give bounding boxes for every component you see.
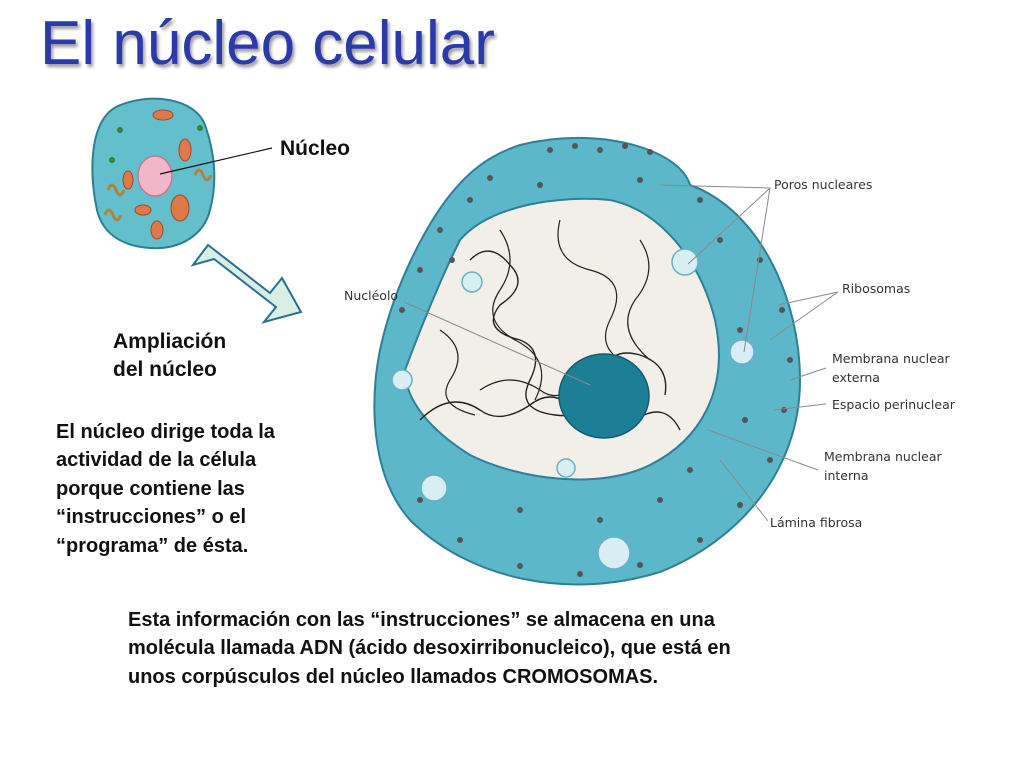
label-nucleo: Núcleo — [280, 137, 351, 160]
cell-illustration — [91, 97, 273, 250]
paragraph-2-line: Esta información con las “instrucciones”… — [128, 609, 715, 631]
paragraph-1-line: “programa” de ésta. — [56, 534, 249, 557]
label-nucleolo: Nucléolo — [344, 288, 398, 303]
label-ribosomas: Ribosomas — [842, 281, 910, 296]
paragraph-1-line: El núcleo dirige toda la — [56, 421, 275, 443]
label-ampliacion-line-2: del núcleo — [113, 358, 217, 382]
zoom-arrow — [190, 243, 303, 324]
slide-title: El núcleo celular — [40, 9, 495, 78]
label-ampliacion: Ampliación del núcleo — [113, 328, 226, 385]
nucleus-diagram — [368, 108, 996, 668]
paragraph-2-line: unos corpúsculos del núcleo llamados CRO… — [128, 665, 659, 688]
paragraph-2-line: molécula llamada ADN (ácido desoxirribon… — [128, 637, 731, 660]
paragraph-1-line: “instrucciones” o el — [56, 506, 247, 529]
label-membrana-externa-2: externa — [832, 370, 880, 385]
nucleolus — [558, 353, 650, 439]
label-membrana-externa-1: Membrana nuclear — [832, 351, 950, 366]
label-lamina: Lámina fibrosa — [770, 515, 862, 530]
diagram-labels: Nucléolo Poros nucleares Ribosomas Membr… — [344, 177, 956, 530]
label-ampliacion-line-1: Ampliación — [113, 330, 227, 353]
label-poros: Poros nucleares — [774, 177, 872, 192]
label-espacio: Espacio perinuclear — [832, 397, 956, 412]
label-membrana-interna-2: interna — [824, 468, 869, 483]
paragraph-1-line: actividad de la célula — [56, 449, 257, 472]
paragraph-1-line: porque contiene las — [56, 477, 245, 500]
label-membrana-interna-1: Membrana nuclear — [824, 449, 942, 464]
small-nucleus — [137, 155, 173, 197]
paragraph-adn: Esta información con las “instrucciones”… — [128, 606, 731, 691]
paragraph-nucleo-dirige: El núcleo dirige toda la actividad de la… — [56, 418, 275, 560]
